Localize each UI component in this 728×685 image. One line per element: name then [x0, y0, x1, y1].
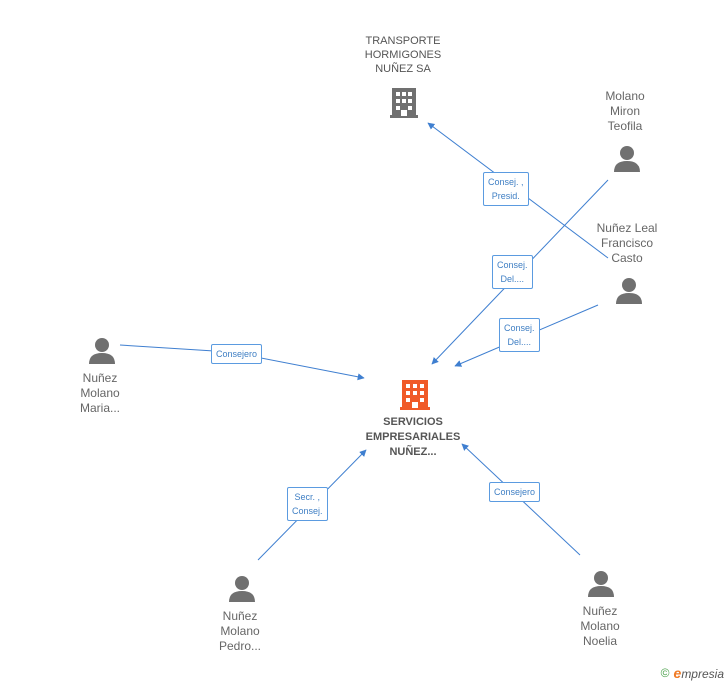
person-label-nunez-noelia[interactable]: Nuñez Molano Noelia — [545, 604, 655, 649]
label-line: Consejero — [494, 487, 536, 497]
person-icon[interactable] — [614, 146, 640, 172]
brand-initial: e — [673, 665, 682, 681]
label-line: Maria... — [79, 401, 120, 415]
label-line: NUÑEZ... — [389, 446, 437, 458]
person-label-nunez-leal[interactable]: Nuñez Leal Francisco Casto — [572, 221, 682, 266]
person-icon[interactable] — [229, 576, 255, 602]
brand-logo: empresia — [674, 665, 724, 681]
person-label-molano-miron[interactable]: Molano Miron Teofila — [570, 89, 680, 134]
edge-label-consejero-noelia[interactable]: Consejero — [489, 482, 541, 502]
person-icon[interactable] — [616, 278, 642, 304]
person-label-nunez-pedro[interactable]: Nuñez Molano Pedro... — [185, 609, 295, 654]
label-line: Molano — [605, 89, 645, 103]
label-line: Del.... — [507, 337, 532, 347]
label-line: Nuñez Leal — [596, 221, 658, 235]
label-line: Miron — [609, 104, 640, 118]
label-line: Francisco — [600, 236, 653, 250]
main-building-icon[interactable] — [400, 380, 430, 410]
label-line: Nuñez — [82, 371, 118, 385]
label-line: Molano — [220, 624, 260, 638]
label-line: EMPRESARIALES — [365, 431, 461, 443]
copyright-icon: © — [660, 666, 670, 680]
person-icon[interactable] — [588, 571, 614, 597]
label-line: Consej. — [292, 506, 323, 516]
edge-label-consej-presid[interactable]: Consej. , Presid. — [483, 172, 529, 206]
label-line: Molano — [80, 386, 120, 400]
person-icon[interactable] — [89, 338, 115, 364]
label-line: Teofila — [607, 119, 643, 133]
edge-label-consej-del-miron[interactable]: Consej. Del.... — [492, 255, 533, 289]
footer-brand[interactable]: © empresia — [661, 665, 724, 681]
label-line: Nuñez — [222, 609, 258, 623]
label-line: TRANSPORTE — [365, 35, 441, 47]
label-line: Consej. — [497, 260, 528, 270]
label-line: NUÑEZ SA — [375, 63, 431, 75]
building-icon[interactable] — [390, 88, 418, 118]
edge-label-consej-del-leal[interactable]: Consej. Del.... — [499, 318, 540, 352]
label-line: SERVICIOS — [383, 416, 443, 428]
label-line: Nuñez — [582, 604, 618, 618]
brand-rest: mpresia — [681, 667, 724, 681]
label-line: Pedro... — [218, 639, 262, 653]
person-label-nunez-maria[interactable]: Nuñez Molano Maria... — [45, 371, 155, 416]
label-line: HORMIGONES — [364, 49, 442, 61]
label-line: Consejero — [216, 349, 258, 359]
label-line: Consej. — [504, 323, 535, 333]
company-label-transporte[interactable]: TRANSPORTE HORMIGONES NUÑEZ SA — [348, 34, 458, 76]
label-line: Noelia — [582, 634, 618, 648]
company-label-servicios[interactable]: SERVICIOS EMPRESARIALES NUÑEZ... — [353, 415, 473, 460]
label-line: Molano — [580, 619, 620, 633]
edge-label-consejero-maria[interactable]: Consejero — [211, 344, 263, 364]
label-line: Presid. — [491, 191, 520, 201]
label-line: Del.... — [500, 274, 525, 284]
label-line: Secr. , — [294, 492, 321, 502]
label-line: Consej. , — [488, 177, 524, 187]
edge-label-secr-consej[interactable]: Secr. , Consej. — [287, 487, 328, 521]
label-line: Casto — [611, 251, 643, 265]
